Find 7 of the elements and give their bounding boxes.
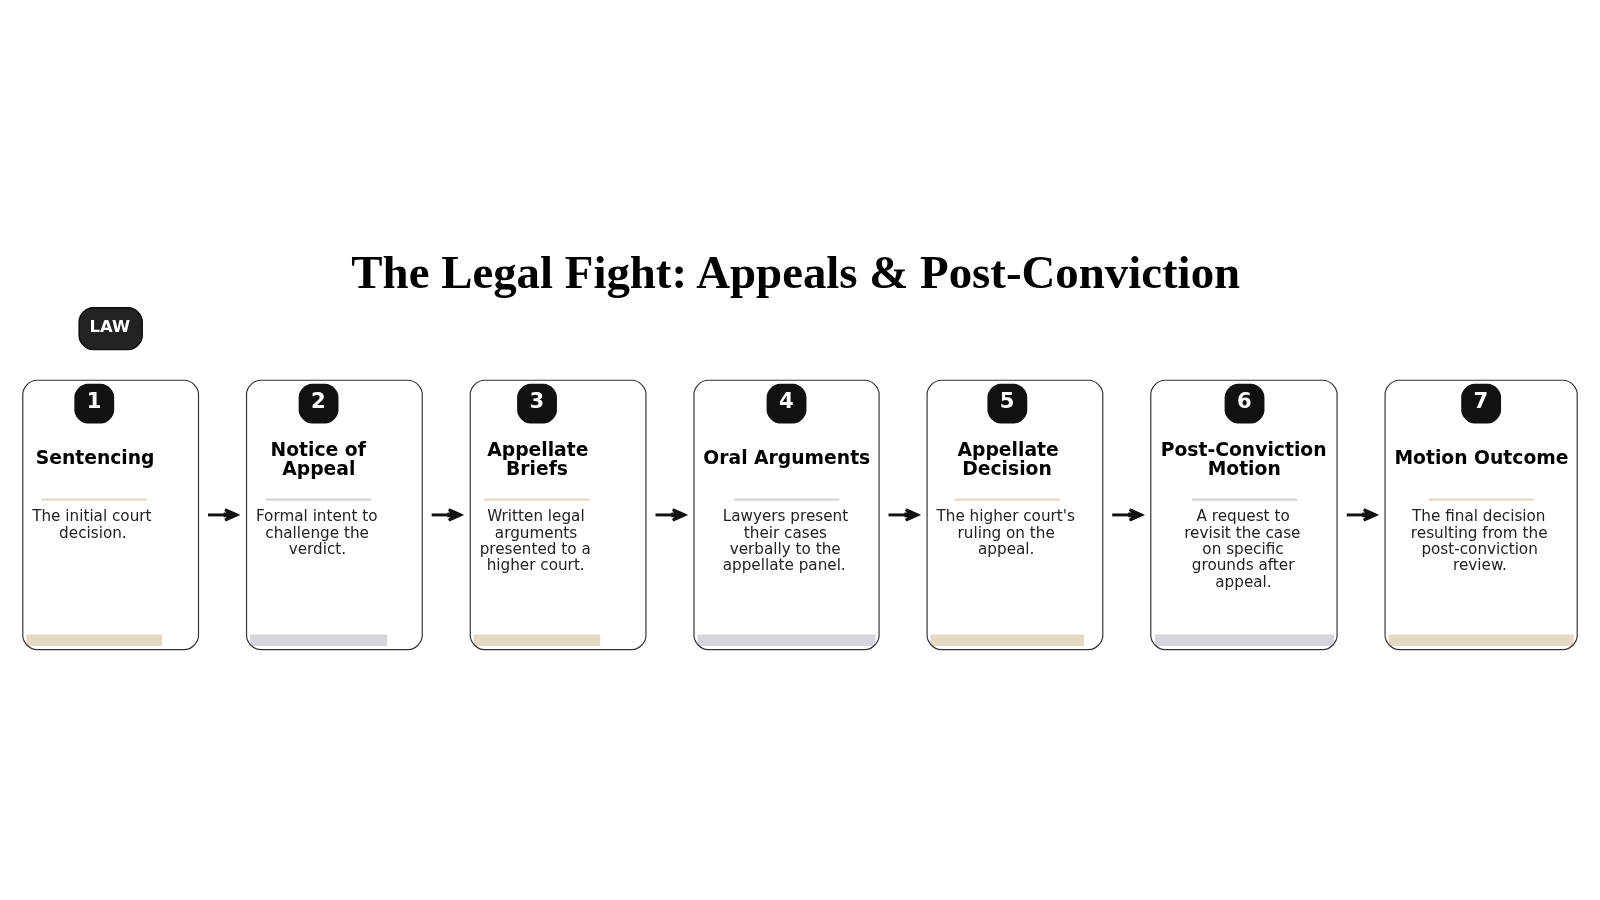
arrow (1346, 507, 1378, 522)
arrow (431, 507, 462, 522)
arrow (1112, 507, 1143, 522)
arrow (207, 507, 239, 522)
label: LAW (89, 316, 131, 336)
diagram-title: The Legal Fight: Appeals & Post-Conviction (351, 245, 1241, 298)
arrow (655, 507, 686, 522)
